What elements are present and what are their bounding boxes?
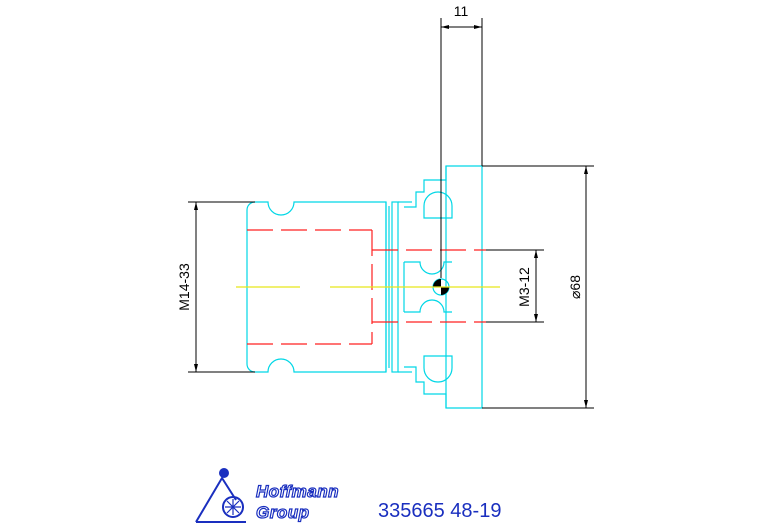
dimension-arrows bbox=[194, 25, 588, 408]
hoffmann-group-logo: Hoffmann Group bbox=[195, 468, 339, 523]
flange-mid-top bbox=[404, 261, 452, 275]
logo-text-line1: Hoffmann bbox=[256, 482, 339, 501]
logo-text-line2: Group bbox=[256, 503, 310, 522]
dim-text-diameter-68: ⌀68 bbox=[567, 275, 583, 299]
dim-text-11: 11 bbox=[454, 3, 469, 19]
part-number: 335665 48-19 bbox=[378, 500, 501, 522]
flange-mid-bottom bbox=[404, 299, 452, 313]
logo-mark-icon bbox=[195, 468, 246, 523]
arrow-m3-bottom bbox=[534, 314, 538, 322]
center-mark-fill bbox=[433, 279, 449, 295]
dim-text-m14-33: M14-33 bbox=[176, 263, 192, 311]
arrow-m3-top bbox=[534, 250, 538, 258]
body-left-outline bbox=[246, 201, 387, 373]
dimension-lines bbox=[188, 18, 594, 409]
arrow-dia-bottom bbox=[584, 400, 588, 408]
dim-text-m3-12: M3-12 bbox=[516, 267, 532, 307]
arrow-11-left bbox=[441, 25, 449, 29]
flange-pocket-bottom bbox=[423, 355, 453, 383]
arrow-11-right bbox=[474, 25, 482, 29]
arrow-m14-bottom bbox=[194, 364, 198, 372]
flange-pocket-top bbox=[423, 191, 453, 219]
arrow-m14-top bbox=[194, 202, 198, 210]
arrow-dia-top bbox=[584, 166, 588, 174]
